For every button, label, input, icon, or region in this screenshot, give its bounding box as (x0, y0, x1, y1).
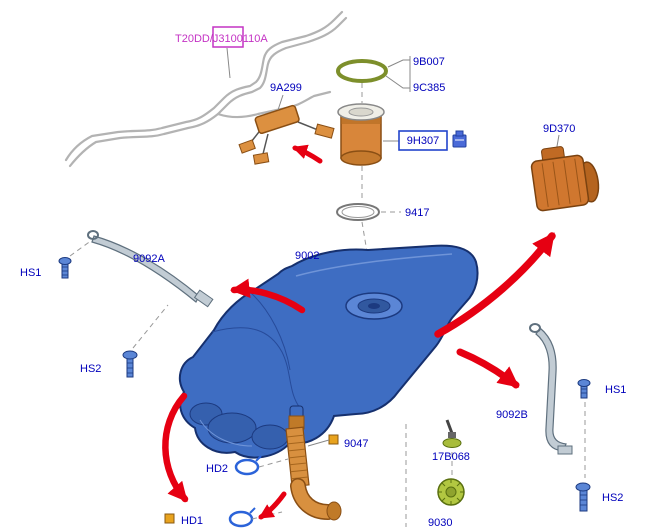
part-callout-icon[interactable] (452, 130, 467, 148)
part-label-fuel-pump-module[interactable]: 9H307 (407, 135, 439, 147)
strap-bolt-right-2-art (575, 482, 591, 512)
part-label-seal[interactable]: 9C385 (413, 82, 445, 94)
strap-bolt-left-2-art (122, 350, 138, 378)
arrow-to-right-strap (456, 348, 520, 389)
part-label-vapour-canister[interactable]: 9D370 (543, 123, 575, 135)
assembly-code-callout: T20DD/J3100110A (175, 26, 268, 48)
part-label-lock-ring[interactable]: 9B007 (413, 56, 445, 68)
part-label-vent-valve[interactable]: 17B068 (432, 451, 470, 463)
tank-strap-right-art (529, 323, 586, 478)
arrow-to-sender (292, 144, 323, 164)
filler-cap-art (437, 478, 465, 506)
part-label-clamp-lower[interactable]: HD1 (181, 515, 203, 527)
part-label-bolt-right-1[interactable]: HS1 (605, 384, 626, 396)
part-label-strap-left[interactable]: 9092A (133, 253, 165, 265)
hose-marker-icon (328, 434, 339, 445)
part-label-filler-hose[interactable]: 9047 (344, 438, 368, 450)
vapour-canister-art (530, 134, 600, 212)
part-label-o-ring[interactable]: 9417 (405, 207, 429, 219)
arrow-to-lower-clamps (162, 392, 189, 503)
hose-clamp-lower-art (164, 507, 283, 528)
filler-hose-art (285, 415, 342, 521)
o-ring-art (336, 203, 401, 221)
highlighted-part-callout[interactable]: 9H307 (398, 130, 448, 151)
assembly-code-label: T20DD/J3100110A (175, 33, 268, 45)
lock-ring-art (336, 56, 411, 92)
part-label-filler-cap[interactable]: 9030 (428, 517, 452, 528)
part-label-bolt-left-2[interactable]: HS2 (80, 363, 101, 375)
arrow-to-left-strap (230, 278, 306, 314)
part-label-strap-right[interactable]: 9092B (496, 409, 528, 421)
fuel-tank-art (178, 244, 479, 459)
fuel-pump-module-art (337, 83, 399, 253)
part-label-clamp-upper[interactable]: HD2 (206, 463, 228, 475)
arrow-to-hd1 (258, 491, 287, 520)
part-highlight-box[interactable] (398, 130, 448, 151)
part-label-fuel-sender[interactable]: 9A299 (270, 82, 302, 94)
part-label-bolt-left-1[interactable]: HS1 (20, 267, 41, 279)
arrow-to-canister (434, 232, 556, 338)
strap-bolt-right-1-art (577, 379, 591, 399)
part-label-fuel-tank[interactable]: 9002 (295, 250, 319, 262)
red-arrows (162, 144, 556, 520)
assembly-code-highlight-box (212, 26, 244, 48)
hose-clamp-upper-art (234, 455, 289, 476)
part-label-bolt-right-2[interactable]: HS2 (602, 492, 623, 504)
hose-marker-icon-2 (164, 513, 175, 524)
strap-bolt-left-1-art (58, 257, 72, 279)
fuel-sender-art (238, 94, 335, 165)
tank-strap-left-art (69, 230, 214, 349)
vent-valve-art (405, 419, 462, 527)
